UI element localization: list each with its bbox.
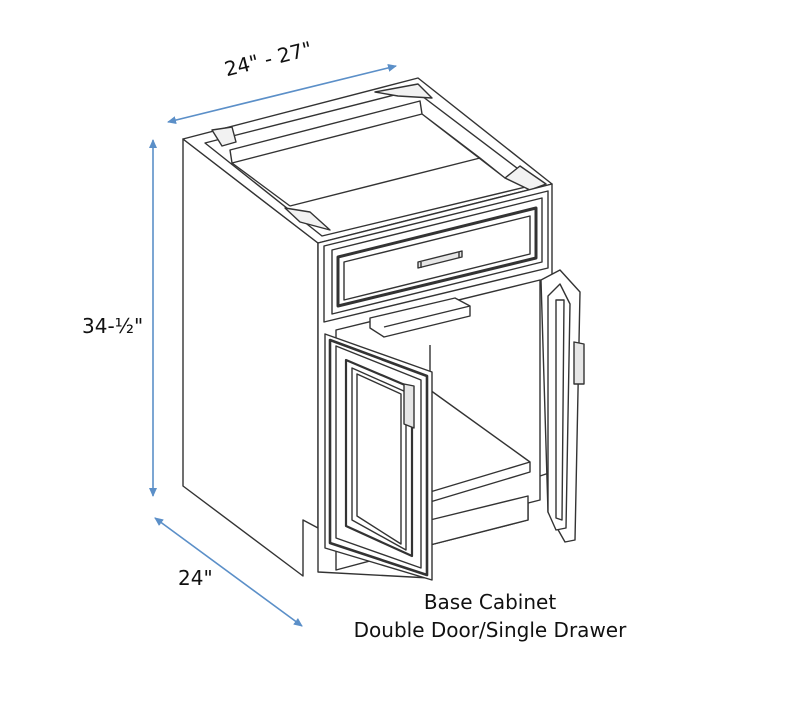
- width-dimension-arrow: [167, 64, 397, 124]
- right-door[interactable]: [540, 269, 581, 543]
- cabinet-box: [182, 77, 585, 581]
- cabinet-caption: Base Cabinet Double Door/Single Drawer: [340, 588, 640, 644]
- corner-brace: [211, 126, 237, 147]
- caption-subtitle: Double Door/Single Drawer: [353, 618, 627, 642]
- depth-dimension-label: 24": [178, 566, 213, 590]
- drawer-pull-handle[interactable]: [417, 250, 463, 269]
- corner-brace: [504, 165, 547, 191]
- caption-title: Base Cabinet: [423, 590, 557, 614]
- cabinet-interior: [229, 100, 506, 207]
- corner-brace: [284, 207, 331, 231]
- right-door-handle[interactable]: [573, 341, 585, 385]
- left-door-handle[interactable]: [403, 383, 415, 429]
- corner-brace: [374, 83, 433, 99]
- depth-dimension-arrow: [154, 517, 303, 627]
- left-door[interactable]: [324, 333, 433, 581]
- height-dimension-label: 34-½": [82, 314, 144, 338]
